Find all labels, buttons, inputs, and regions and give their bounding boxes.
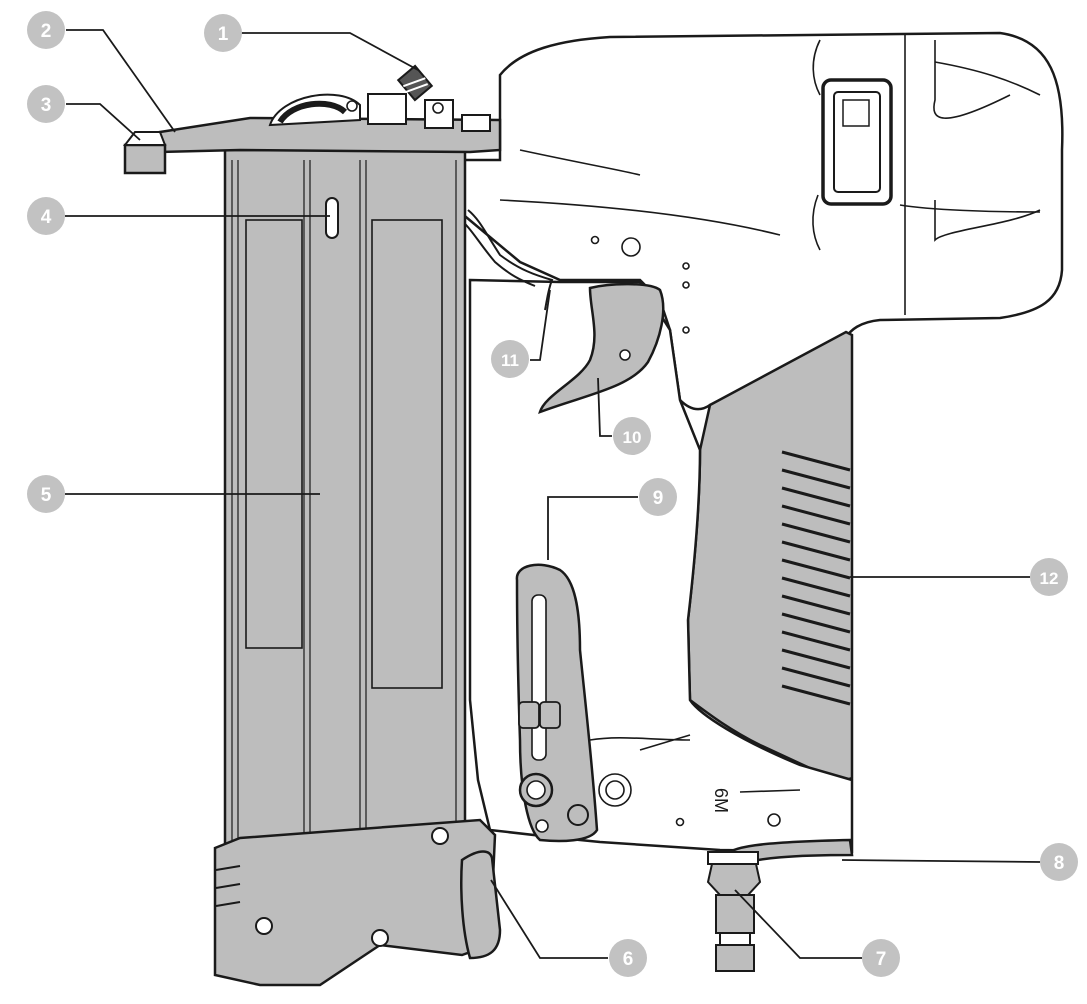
callout-1-label: 1 xyxy=(218,24,229,45)
callout-2: 2 xyxy=(27,11,65,49)
top-cap xyxy=(122,93,502,175)
grip-vents xyxy=(781,450,851,706)
callout-3: 3 xyxy=(27,85,65,123)
callout-1: 1 xyxy=(204,14,242,52)
callout-10: 10 xyxy=(613,417,651,455)
callout-4: 4 xyxy=(27,197,65,235)
nose-piece xyxy=(460,850,502,960)
mode-switch xyxy=(821,78,893,206)
callout-11-label: 11 xyxy=(501,351,519,370)
safety-lever xyxy=(457,209,554,311)
trigger xyxy=(538,282,665,415)
callout-3-label: 3 xyxy=(41,95,52,116)
adjust-screw xyxy=(396,64,434,102)
callout-2-label: 2 xyxy=(41,21,52,42)
callout-12: 12 xyxy=(1030,558,1068,596)
magazine-base xyxy=(213,818,497,987)
callout-4-label: 4 xyxy=(41,207,52,228)
magazine xyxy=(223,148,467,852)
callout-8-label: 8 xyxy=(1054,853,1065,874)
callout-7: 7 xyxy=(862,939,900,977)
callout-11: 11 xyxy=(491,340,529,378)
callout-5: 5 xyxy=(27,475,65,513)
head-housing xyxy=(458,31,1064,411)
lower-body-details xyxy=(589,734,801,827)
callout-10-label: 10 xyxy=(623,428,642,447)
callout-6: 6 xyxy=(609,939,647,977)
depth-adjuster xyxy=(515,563,599,843)
engraved-text: 6M xyxy=(711,788,731,813)
leader-lines xyxy=(65,29,1041,959)
callout-12-label: 12 xyxy=(1040,569,1059,588)
callout-9-label: 9 xyxy=(653,488,664,509)
head-housing-details xyxy=(499,35,1041,334)
callout-7-label: 7 xyxy=(876,949,887,970)
callout-9: 9 xyxy=(639,478,677,516)
callout-5-label: 5 xyxy=(41,485,52,506)
air-fitting xyxy=(706,851,762,972)
callout-8: 8 xyxy=(1040,843,1078,881)
callout-6-label: 6 xyxy=(623,949,634,970)
